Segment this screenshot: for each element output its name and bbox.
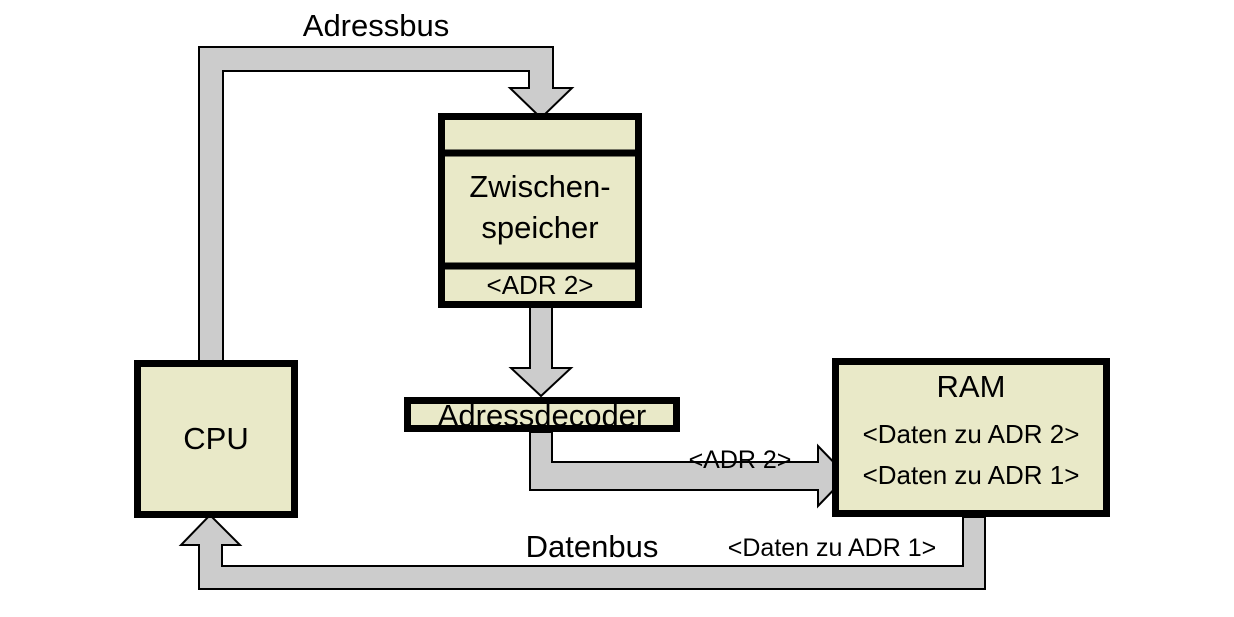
zwischenspeicher-label-line2: speicher — [481, 210, 598, 245]
ram-node[interactable]: RAM <Daten zu ADR 2> <Daten zu ADR 1> — [832, 358, 1110, 517]
ram-box — [832, 358, 1110, 517]
adr2-arrow-label: <ADR 2> — [689, 446, 792, 474]
cpu-node[interactable]: CPU — [134, 360, 298, 518]
zwischenspeicher-label-line1: Zwischen- — [469, 169, 610, 204]
datenbus-connector — [178, 513, 986, 590]
datenbus-payload-label: <Daten zu ADR 1> — [728, 534, 936, 562]
cpu-box — [134, 360, 298, 518]
zwischenspeicher-to-adressdecoder-arrow — [508, 304, 574, 398]
zwischenspeicher-box — [438, 113, 642, 308]
zwischenspeicher-adr-row: <ADR 2> — [487, 270, 594, 300]
adressbus-label: Adressbus — [303, 8, 449, 43]
adressdecoder-label: Adressdecoder — [438, 398, 647, 433]
ram-label: RAM — [937, 369, 1006, 404]
zwischenspeicher-node[interactable]: Zwischen- speicher <ADR 2> — [438, 113, 642, 308]
ram-row-adr2: <Daten zu ADR 2> — [863, 419, 1080, 449]
adressdecoder-node[interactable]: Adressdecoder — [404, 397, 680, 433]
adressdecoder-box — [404, 397, 680, 432]
cpu-label: CPU — [183, 421, 248, 456]
ram-row-adr1: <Daten zu ADR 1> — [863, 460, 1080, 490]
datenbus-label: Datenbus — [526, 529, 659, 564]
